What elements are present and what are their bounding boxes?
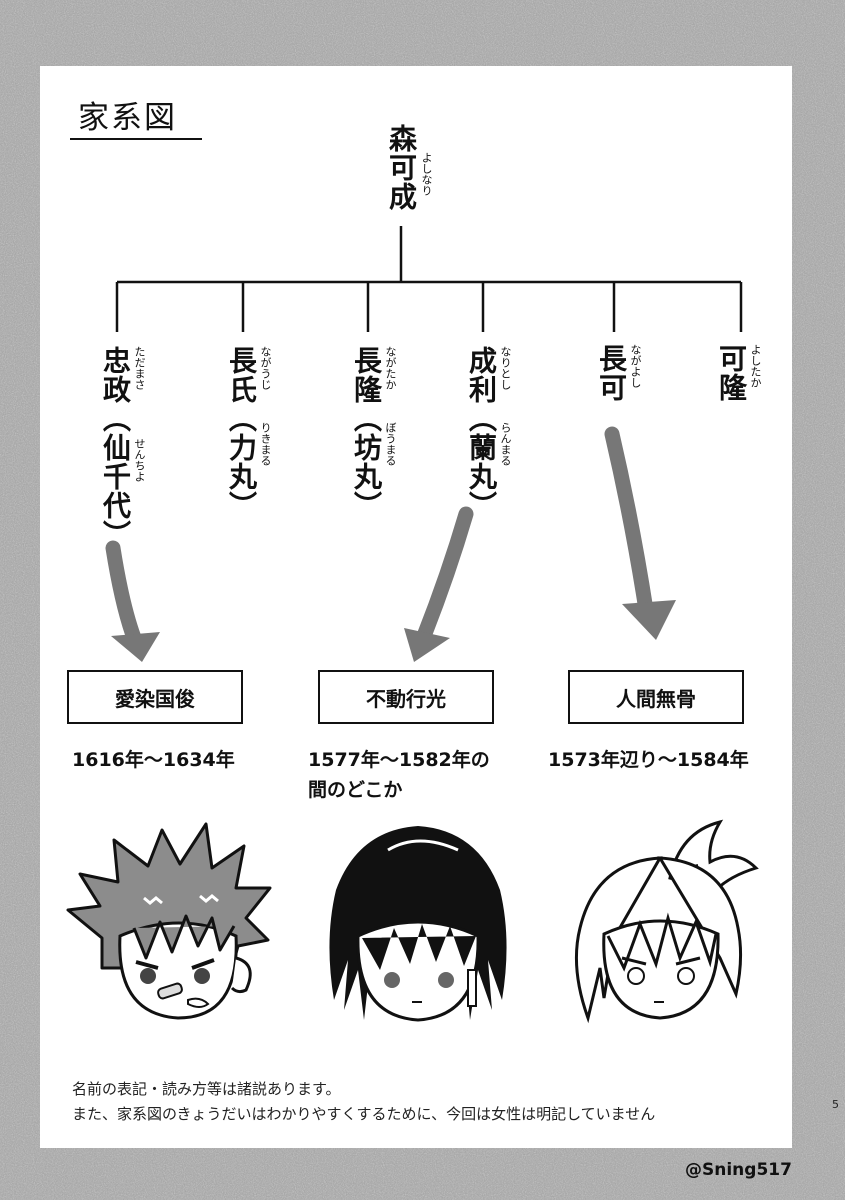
child-ruby-ranmaru: らんまる: [499, 422, 512, 466]
period-aizen-kunitoshi: 1616年〜1634年: [72, 749, 235, 771]
note-line-1: 名前の表記・読み方等は諸説あります。: [72, 1080, 341, 1098]
child-ruby-boumaru: ぼうまる: [384, 422, 397, 466]
child-ruby-nagataka: ながたか: [384, 346, 397, 390]
sword-box-aizen-kunitoshi: 愛染国俊: [67, 670, 243, 724]
fudou-yukimitsu-face-icon: [329, 826, 507, 1022]
child-ruby-naritoshi: なりとし: [499, 346, 512, 390]
child-name-nagauji: 長氏（力丸）: [225, 346, 258, 520]
arrow-head-aizen: [111, 632, 160, 662]
note-line-2: また、家系図のきょうだいはわかりやすくするために、今回は女性は明記していません: [72, 1105, 656, 1123]
arrow-shaft-fudou: [416, 506, 474, 644]
child-name-nagayoshi: 長可: [595, 344, 628, 402]
period-fudou-yukimitsu-line1: 1577年〜1582年の: [308, 749, 490, 771]
arrow-head-fudou: [404, 628, 450, 662]
child-ruby-yoshitaka: よしたか: [749, 344, 762, 388]
page-title: 家系図: [78, 100, 177, 136]
child-ruby-nagayoshi: ながよし: [629, 344, 642, 388]
child-ruby-nagauji: ながうじ: [259, 346, 272, 390]
sword-box-nihongou: 人間無骨: [568, 670, 744, 724]
arrow-shaft-nihongou: [604, 426, 654, 618]
arrow-shaft-aizen: [105, 540, 142, 646]
author-credit: @Sning517: [685, 1160, 792, 1180]
child-name-naritoshi: 成利（蘭丸）: [465, 346, 498, 520]
page-number: 5: [832, 1098, 839, 1111]
child-ruby-rikimaru: りきまる: [259, 422, 272, 466]
child-name-nagataka: 長隆（坊丸）: [350, 346, 383, 520]
arrow-head-nihongou: [622, 600, 676, 640]
root-name: 森可成: [385, 124, 418, 211]
child-name-yoshitaka: 可隆: [715, 344, 748, 402]
period-fudou-yukimitsu-line2: 間のどこか: [308, 779, 403, 801]
child-ruby-senchiyo: せんちよ: [133, 438, 146, 482]
root-ruby: よしなり: [420, 152, 433, 196]
sword-box-fudou-yukimitsu: 不動行光: [318, 670, 494, 724]
child-ruby-tadamasa: ただまさ: [133, 346, 146, 390]
aizen-kunitoshi-face-icon: [66, 822, 272, 1020]
period-nihongou: 1573年辺り〜1584年: [548, 749, 749, 771]
nihongou-face-icon: [574, 819, 759, 1024]
title-underline: [70, 138, 202, 140]
child-name-tadamasa: 忠政（仙千代）: [99, 346, 132, 549]
